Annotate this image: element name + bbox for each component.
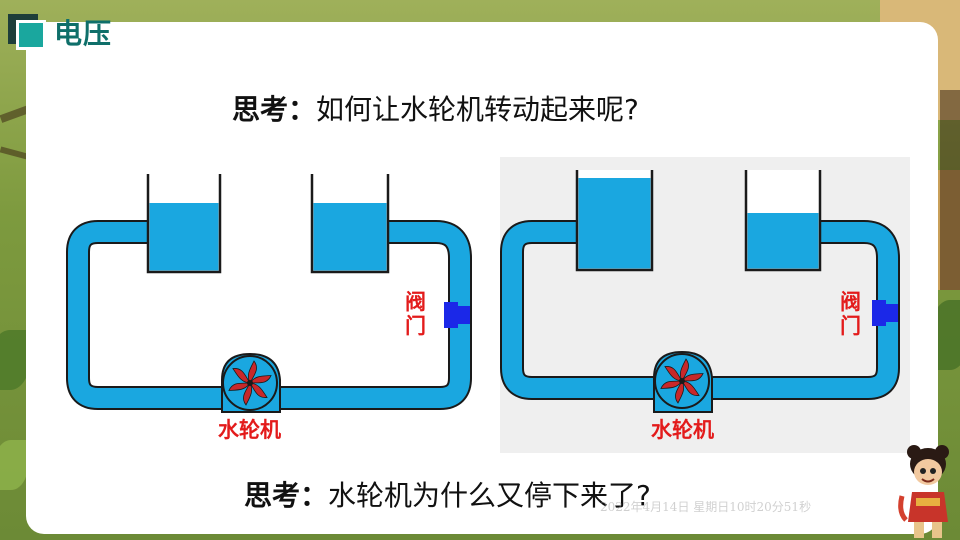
question-bottom-text: 水轮机为什么又停下来了? bbox=[328, 479, 651, 512]
left-valve-label: 阀门 bbox=[405, 290, 426, 338]
left-turbine-rotor-icon bbox=[222, 355, 278, 411]
question-bottom-prefix: 思考： bbox=[244, 479, 329, 512]
right-valve-label: 阀门 bbox=[840, 290, 861, 338]
cartoon-mascot-icon bbox=[898, 445, 949, 538]
question-bottom: 思考：水轮机为什么又停下来了? bbox=[244, 474, 651, 514]
right-valve-icon bbox=[872, 300, 886, 326]
right-turbine-rotor-icon bbox=[654, 353, 710, 409]
title-marker-teal bbox=[16, 20, 46, 50]
question-top: 思考：如何让水轮机转动起来呢? bbox=[232, 88, 639, 128]
page-title: 电压 bbox=[54, 17, 113, 50]
left-diagram bbox=[66, 174, 472, 413]
left-valve-icon bbox=[444, 302, 458, 328]
timestamp-watermark: 2022年4月14日 星期日10时20分51秒 bbox=[600, 500, 812, 514]
question-top-prefix: 思考： bbox=[232, 93, 317, 126]
left-turbine-label: 水轮机 bbox=[218, 418, 281, 442]
right-diagram bbox=[500, 170, 900, 413]
question-top-text: 如何让水轮机转动起来呢? bbox=[316, 93, 639, 126]
right-turbine-label: 水轮机 bbox=[651, 418, 714, 442]
